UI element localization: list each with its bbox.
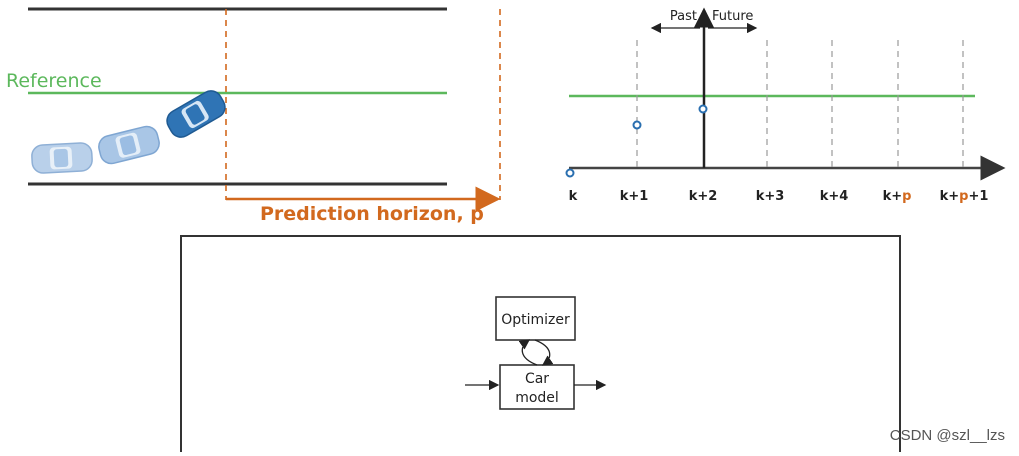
tick-label: k+2	[689, 189, 718, 204]
horizon-label: Prediction horizon, p	[260, 203, 484, 225]
car-past-1	[31, 142, 93, 174]
sample-point-k	[565, 168, 575, 178]
road-scene: Reference Prediction horizon, p	[6, 7, 501, 225]
panel-frame	[180, 235, 901, 456]
block-diagram-panel: Optimizer Car model	[180, 235, 901, 456]
tick-label: k+p	[883, 189, 912, 204]
watermark: CSDN @szl__lzs	[889, 427, 1005, 444]
tick-label: k+3	[756, 189, 785, 204]
optimizer-label: Optimizer	[501, 312, 570, 328]
feedback-arrow-up	[518, 339, 538, 366]
tick-label: k+4	[820, 189, 849, 204]
feedback-arrow-down	[534, 339, 554, 366]
car-model-label-line2: model	[515, 390, 559, 406]
tick-label: k	[569, 189, 578, 204]
tick-label: k+p+1	[940, 189, 989, 204]
future-label: Future	[712, 9, 753, 24]
tick-label: k+1	[620, 189, 649, 204]
car-current	[166, 90, 226, 138]
reference-label: Reference	[6, 70, 102, 92]
timeline: Past Future k k+1 k+2 k+3 k+4 k+p k+p+1	[565, 7, 1006, 204]
sample-point-k1	[632, 120, 642, 130]
car-past-2	[98, 125, 160, 165]
tick-labels: k k+1 k+2 k+3 k+4 k+p k+p+1	[569, 189, 989, 204]
past-label: Past	[670, 9, 697, 24]
sample-point-k2	[698, 104, 708, 114]
car-model-block	[499, 364, 575, 410]
car-model-label-line1: Car	[525, 371, 549, 387]
